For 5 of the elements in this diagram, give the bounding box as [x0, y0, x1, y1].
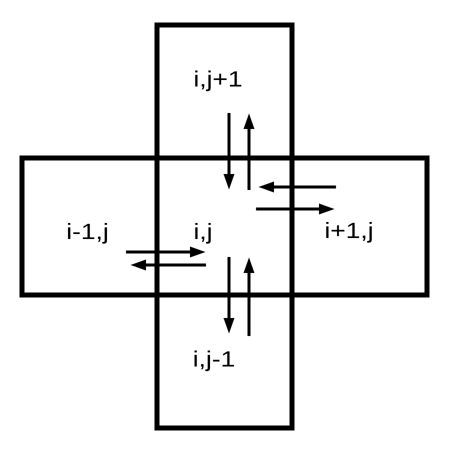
grid-cell: i,j-1	[154, 298, 294, 430]
grid-cell: i+1,j	[294, 156, 430, 298]
grid-cell: i,j+1	[154, 22, 294, 156]
grid-cell: i-1,j	[20, 156, 154, 298]
grid-cell: i,j	[154, 156, 294, 298]
